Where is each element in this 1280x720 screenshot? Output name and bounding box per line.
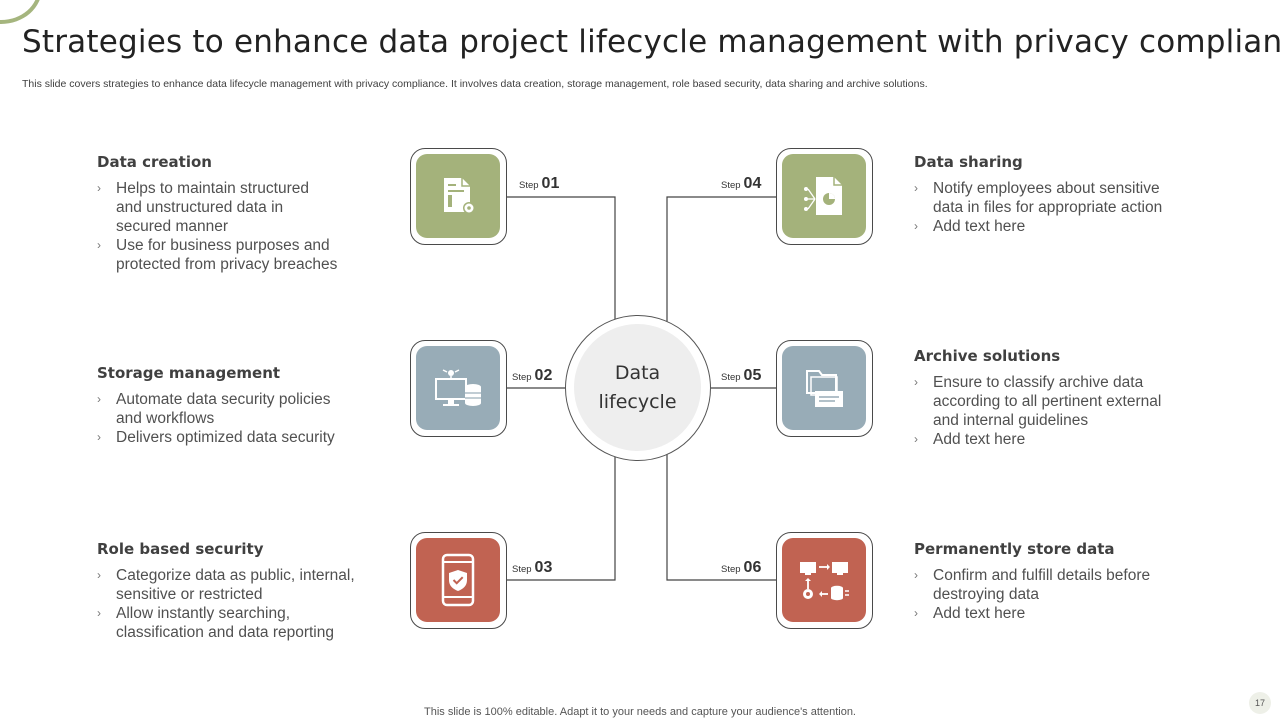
step-06-icon-box — [776, 532, 873, 629]
chevron-right-icon: › — [97, 181, 101, 195]
page-number: 17 — [1249, 692, 1271, 714]
bullet-item: ›Allow instantly searching, classificati… — [97, 605, 334, 641]
section-heading: Permanently store data — [914, 540, 1115, 558]
section-data-creation: Data creation ›Helps to maintain structu… — [97, 153, 377, 274]
mobile-shield-icon — [441, 553, 475, 607]
section-heading: Role based security — [97, 540, 264, 558]
connector-step-04 — [666, 196, 777, 331]
connector-step-01 — [507, 196, 616, 331]
bullet-list: ›Categorize data as public, internal, se… — [97, 566, 377, 642]
section-data-sharing: Data sharing ›Notify employees about sen… — [914, 153, 1194, 236]
bullet-list: ›Confirm and fulfill details before dest… — [914, 566, 1194, 623]
chevron-right-icon: › — [914, 219, 918, 233]
folder-archive-icon — [806, 370, 843, 407]
bullet-item: ›Delivers optimized data security — [97, 429, 335, 446]
section-heading: Data creation — [97, 153, 212, 171]
slide-title: Strategies to enhance data project lifec… — [22, 24, 1280, 60]
bullet-list: ›Helps to maintain structured and unstru… — [97, 179, 377, 274]
bullet-item: ›Helps to maintain structured and unstru… — [97, 180, 309, 235]
section-storage-management: Storage management ›Automate data securi… — [97, 364, 377, 447]
bullet-list: ›Ensure to classify archive data accordi… — [914, 373, 1194, 449]
slide-subtitle: This slide covers strategies to enhance … — [22, 78, 928, 90]
chevron-right-icon: › — [97, 238, 101, 252]
section-archive-solutions: Archive solutions ›Ensure to classify ar… — [914, 347, 1194, 449]
monitor-database-icon — [435, 369, 481, 406]
section-heading: Storage management — [97, 364, 281, 382]
bullet-item: ›Add text here — [914, 218, 1026, 235]
section-heading: Data sharing — [914, 153, 1023, 171]
section-heading: Archive solutions — [914, 347, 1061, 365]
bullet-item: ›Add text here — [914, 605, 1026, 622]
chevron-right-icon: › — [914, 568, 918, 582]
bullet-item: ›Ensure to classify archive data accordi… — [914, 374, 1162, 429]
chevron-right-icon: › — [97, 568, 101, 582]
chevron-right-icon: › — [914, 606, 918, 620]
lifecycle-hub: Data lifecycle — [565, 315, 711, 461]
section-permanently-store-data: Permanently store data ›Confirm and fulf… — [914, 540, 1194, 623]
step-04-icon-box — [776, 148, 873, 245]
connector-step-06 — [666, 447, 777, 581]
document-gear-icon — [444, 178, 475, 214]
bullet-item: ›Add text here — [914, 431, 1026, 448]
bullet-list: ›Automate data security policies and wor… — [97, 390, 377, 447]
chevron-right-icon: › — [97, 392, 101, 406]
bullet-item: ›Notify employees about sensitive data i… — [914, 180, 1163, 216]
bullet-item: ›Confirm and fulfill details before dest… — [914, 567, 1151, 603]
chevron-right-icon: › — [914, 181, 918, 195]
footer-note: This slide is 100% editable. Adapt it to… — [424, 706, 856, 718]
step-01-icon-box — [410, 148, 507, 245]
connector-step-03 — [507, 447, 616, 581]
bullet-list: ›Notify employees about sensitive data i… — [914, 179, 1194, 236]
chevron-right-icon: › — [97, 606, 101, 620]
chevron-right-icon: › — [914, 432, 918, 446]
file-share-icon — [804, 177, 842, 215]
step-03-icon-box — [410, 532, 507, 629]
chevron-right-icon: › — [914, 375, 918, 389]
step-02-icon-box — [410, 340, 507, 437]
step-05-icon-box — [776, 340, 873, 437]
chevron-right-icon: › — [97, 430, 101, 444]
data-transfer-icon — [800, 562, 849, 601]
hub-label: Data lifecycle — [598, 361, 677, 413]
bullet-item: ›Categorize data as public, internal, se… — [97, 567, 355, 603]
bullet-item: ›Automate data security policies and wor… — [97, 391, 331, 427]
bullet-item: ›Use for business purposes and protected… — [97, 237, 338, 273]
section-role-based-security: Role based security ›Categorize data as … — [97, 540, 377, 642]
